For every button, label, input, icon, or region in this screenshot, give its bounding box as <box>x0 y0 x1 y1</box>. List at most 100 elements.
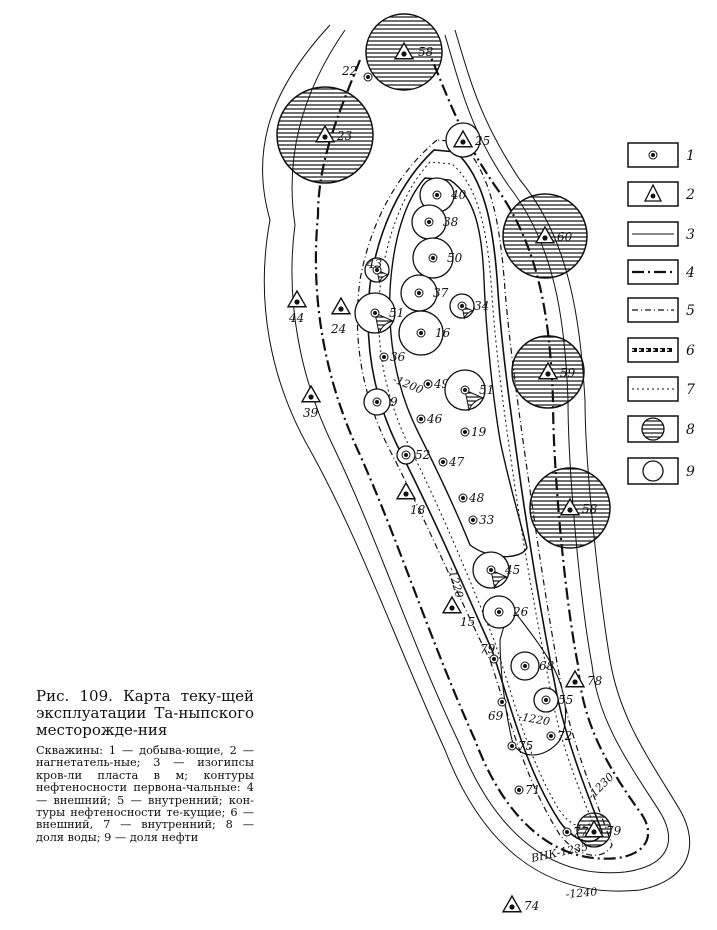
well-dot <box>471 518 475 522</box>
well-dot <box>322 134 328 140</box>
well-label: 46 <box>426 412 443 426</box>
well-dot <box>544 698 548 702</box>
legend-item-4: 4 <box>627 259 695 285</box>
well-dot <box>545 371 551 377</box>
caption-title: Рис. 109. Карта теку-щей эксплуатации Та… <box>36 687 254 739</box>
well-label: 60 <box>557 230 573 244</box>
well-dot <box>419 331 423 335</box>
producing-well: 19 <box>460 425 487 439</box>
well-label: 36 <box>390 350 406 364</box>
well-dot <box>449 605 455 611</box>
well-dot <box>510 744 514 748</box>
injection-well: 18 <box>395 481 426 517</box>
well-label: 74 <box>524 899 539 913</box>
injection-well: 79 <box>576 812 622 848</box>
well-label: 25 <box>474 134 490 148</box>
well-dot <box>489 568 493 572</box>
legend-item-1: 1 <box>627 142 695 168</box>
well-label: 18 <box>410 503 426 517</box>
injection-well-marker <box>534 225 556 244</box>
producing-well: 40 <box>419 177 467 213</box>
legend-number: 1 <box>686 148 695 164</box>
figure-caption: Рис. 109. Карта теку-щей эксплуатации Та… <box>36 688 254 844</box>
legend-item-8: 8 <box>627 415 695 443</box>
well-dot <box>517 788 521 792</box>
well-label: 59 <box>560 366 576 380</box>
well-label: 34 <box>474 299 489 313</box>
legend-number: 2 <box>685 187 695 203</box>
producing-well: 52 <box>396 445 430 465</box>
well-dot <box>463 430 467 434</box>
injection-well-marker <box>537 361 559 380</box>
producing-well: 55 <box>533 687 573 713</box>
isohypse-label: -1220 <box>445 565 466 599</box>
isohypse-label: -1220 <box>517 710 550 728</box>
well-label: 19 <box>471 425 487 439</box>
producing-well: 50 <box>412 237 463 279</box>
contour-initial-outer <box>314 54 650 860</box>
well-dot <box>431 256 435 260</box>
well-label: 77 <box>573 825 589 839</box>
well-label: 69 <box>488 709 504 723</box>
isohypse-label: ВНК-1235 <box>529 840 589 865</box>
well-label: 58 <box>418 45 434 59</box>
well-label: 55 <box>558 693 573 707</box>
legend-number: 5 <box>686 303 695 319</box>
legend-item-7: 7 <box>627 376 695 402</box>
injection-well-marker <box>395 481 417 500</box>
injection-well-marker <box>393 41 415 60</box>
injection-well: 78 <box>564 669 603 688</box>
legend-number: 3 <box>686 227 695 243</box>
legend-item-6: 6 <box>627 337 695 363</box>
well-label: 39 <box>303 406 319 420</box>
legend-item-2: 2 <box>627 181 695 207</box>
well-label: 48 <box>468 491 485 505</box>
well-label: 15 <box>460 615 475 629</box>
legend-number: 8 <box>686 422 695 438</box>
producing-well: 26 <box>482 595 529 629</box>
injection-well: 74 <box>501 894 539 913</box>
producing-well: 38 <box>411 204 459 240</box>
well-label: 44 <box>288 311 304 325</box>
well-label: 68 <box>539 659 555 673</box>
well-dot <box>460 304 464 308</box>
well-label: 50 <box>447 251 463 265</box>
well-dot <box>549 734 553 738</box>
well-label: 24 <box>330 322 346 336</box>
injection-well-marker <box>300 384 322 403</box>
injection-well-marker <box>583 819 605 838</box>
well-label: 33 <box>479 513 495 527</box>
producing-well: 33 <box>468 513 495 527</box>
producing-well: 16 <box>398 310 451 356</box>
well-label: 45 <box>504 563 520 577</box>
well-dot <box>375 400 379 404</box>
injection-well-marker <box>452 129 474 148</box>
injection-well: 44 <box>286 289 308 325</box>
well-label: 38 <box>443 215 459 229</box>
injection-well-marker <box>441 595 463 614</box>
injection-well: 58 <box>529 467 611 549</box>
well-label: 75 <box>518 739 533 753</box>
well-dot <box>427 220 431 224</box>
isohypse-label: -1200 <box>391 373 425 397</box>
producing-well: 22 <box>341 64 373 82</box>
well-label: 72 <box>557 729 572 743</box>
well-dot <box>401 51 407 57</box>
well-label: 78 <box>587 674 603 688</box>
well-dot <box>417 291 421 295</box>
well-dot <box>308 394 314 400</box>
injection-well: 39 <box>300 384 322 420</box>
well-label: 16 <box>435 326 451 340</box>
injection-well: 59 <box>511 335 585 409</box>
well-label: 52 <box>415 448 430 462</box>
producing-well: 68 <box>510 651 555 681</box>
well-label: 79 <box>480 642 496 656</box>
well-dot <box>565 830 569 834</box>
well-dot <box>572 679 578 685</box>
well-label: 40 <box>450 188 467 202</box>
well-dot <box>441 460 445 464</box>
well-dot <box>523 664 527 668</box>
well-dot <box>542 235 548 241</box>
well-dot <box>460 139 466 145</box>
